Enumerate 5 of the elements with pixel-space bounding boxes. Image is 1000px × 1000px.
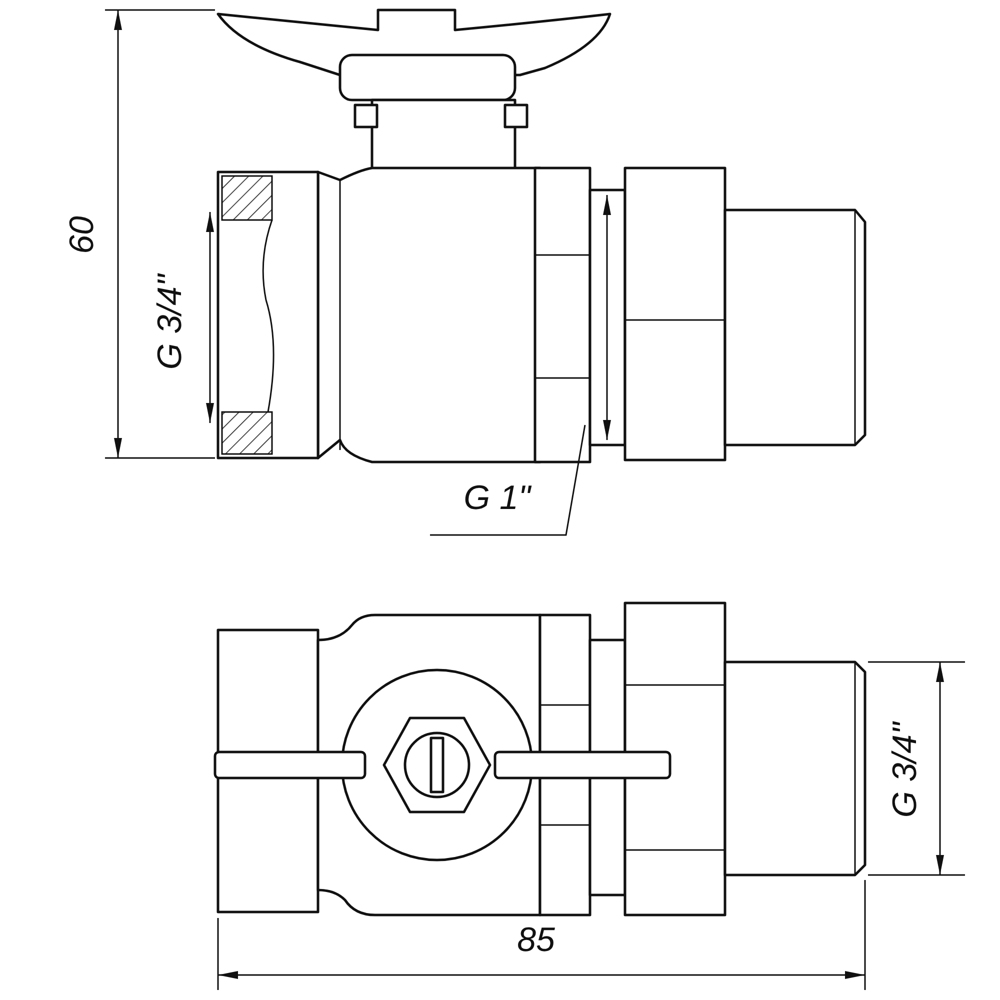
dimension-label: 85 — [517, 923, 555, 957]
dimension-label: 60 — [65, 216, 99, 254]
dimension-label: G 1" — [464, 481, 530, 515]
dimension-label: G 3/4" — [888, 722, 922, 818]
dimension-label: G 3/4" — [153, 274, 187, 370]
